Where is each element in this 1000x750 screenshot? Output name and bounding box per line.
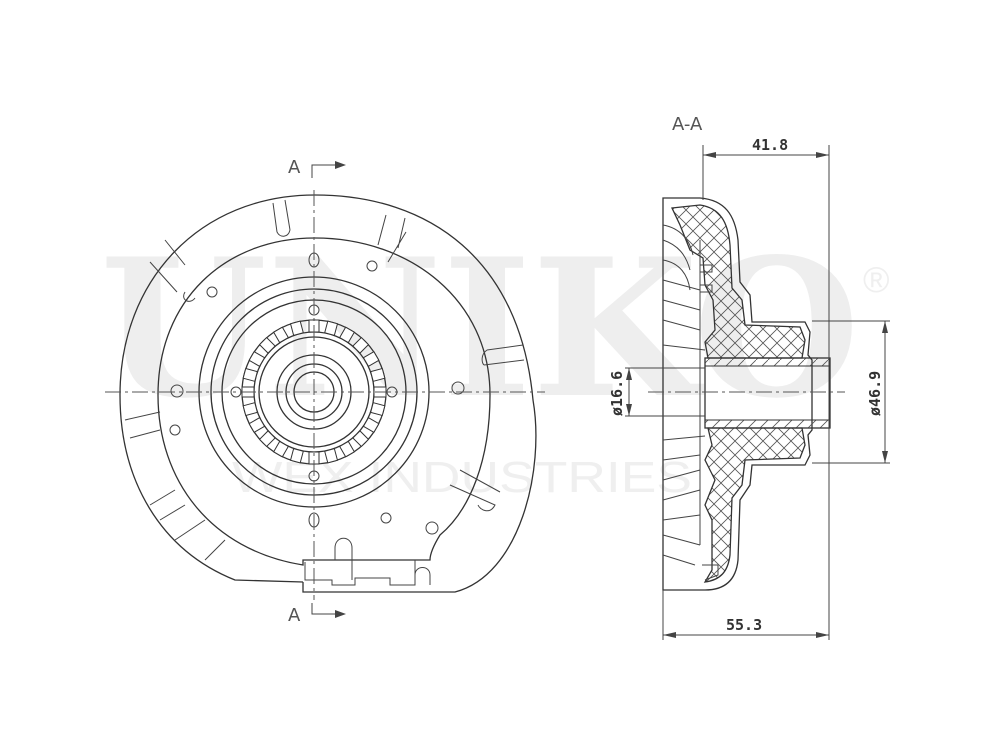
dimension-outer-diameter: ø46.9 <box>812 320 890 464</box>
registered-mark: ® <box>863 259 890 300</box>
svg-text:55.3: 55.3 <box>726 616 762 634</box>
front-view: A A <box>105 157 545 626</box>
sleeve-wall-top <box>704 357 831 367</box>
flange-holes <box>169 252 465 535</box>
bottom-tabs <box>304 537 431 586</box>
rubber-section-bottom <box>703 427 806 583</box>
svg-text:A: A <box>288 157 301 178</box>
section-title: A-A <box>672 114 703 135</box>
housing-profile <box>662 197 813 591</box>
svg-text:ø16.6: ø16.6 <box>608 371 626 416</box>
flange-ribs <box>124 199 525 561</box>
rubber-section-top <box>671 204 806 359</box>
sleeve-wall-bottom <box>704 419 831 429</box>
dimension-inner-diameter: ø16.6 <box>608 367 705 417</box>
dimension-top-width: 41.8 <box>702 136 830 640</box>
dimension-bottom-width: 55.3 <box>662 590 829 640</box>
svg-text:ø46.9: ø46.9 <box>866 371 884 416</box>
section-marker-bottom: A <box>288 603 346 626</box>
section-marker-top: A <box>288 157 346 178</box>
section-view: A-A <box>608 114 890 640</box>
svg-text:A: A <box>288 605 301 626</box>
outer-flange-outline <box>119 194 537 593</box>
spring-seat-ribs <box>662 224 719 581</box>
svg-text:41.8: 41.8 <box>752 136 788 154</box>
tooth-ring <box>241 319 387 465</box>
inner-flange-outline <box>157 237 491 566</box>
